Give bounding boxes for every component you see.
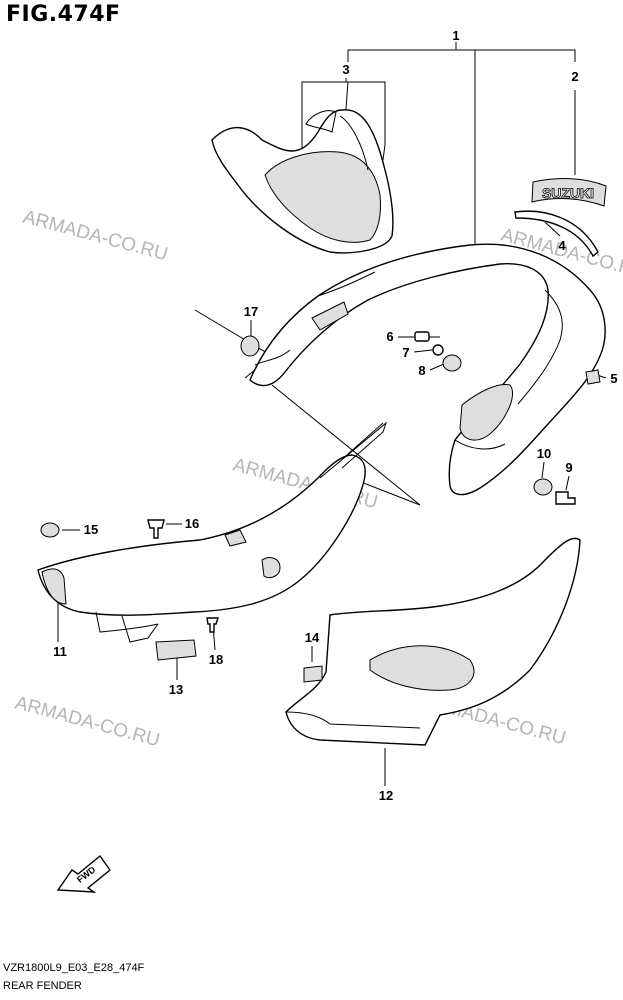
callout-5: 5 — [610, 371, 617, 386]
part-18-screw — [206, 617, 219, 633]
callout-17: 17 — [244, 304, 258, 319]
callout-15: 15 — [84, 522, 98, 537]
parts-6-7-8-fasteners — [414, 331, 462, 372]
callout-labels: 1 2 3 4 5 6 7 8 9 10 11 12 13 14 15 16 1… — [53, 28, 617, 803]
part-2-emblem: SUZUKI — [531, 178, 607, 207]
callout-1: 1 — [452, 28, 459, 43]
diagram-title: REAR FENDER — [3, 980, 82, 992]
callout-3: 3 — [342, 62, 349, 77]
callout-14: 14 — [305, 630, 320, 645]
diagram-code: VZR1800L9_E03_E28_474F — [3, 962, 145, 974]
part-13-pad — [155, 639, 197, 661]
part-12-lower-fender — [285, 537, 581, 746]
part-17-grommet — [240, 335, 260, 357]
callout-2: 2 — [571, 69, 578, 84]
fwd-arrow-icon: FWD — [56, 854, 111, 893]
callout-10: 10 — [537, 446, 551, 461]
callout-18: 18 — [209, 652, 223, 667]
part-1-tail-cowl — [249, 243, 606, 496]
callout-11: 11 — [53, 644, 67, 659]
parts-9-10-fasteners — [533, 478, 576, 505]
callout-6: 6 — [386, 329, 393, 344]
decal-text: SUZUKI — [542, 185, 594, 201]
watermark-1: ARMADA-CO.RU — [21, 207, 170, 266]
watermark-4: ARMADA-CO.RU — [13, 693, 162, 752]
part-3-cover — [211, 109, 394, 254]
callout-4: 4 — [558, 238, 566, 253]
callout-16: 16 — [185, 516, 199, 531]
part-4-trim — [514, 210, 599, 258]
callout-13: 13 — [169, 682, 183, 697]
callout-12: 12 — [379, 788, 393, 803]
figure-title: FIG.474F — [6, 2, 121, 27]
callout-9: 9 — [565, 460, 572, 475]
parts-15-16-fasteners — [40, 519, 165, 539]
callout-7: 7 — [402, 345, 409, 360]
part-11-fender — [37, 421, 388, 643]
callout-8: 8 — [418, 363, 425, 378]
